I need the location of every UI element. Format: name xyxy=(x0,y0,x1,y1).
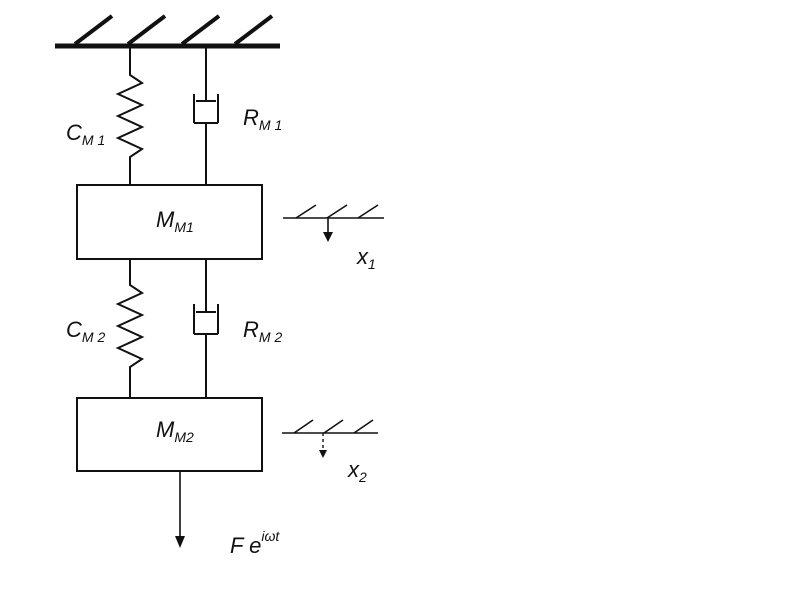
displacement-ref-x2 xyxy=(282,419,378,458)
label-x1: x1 xyxy=(356,244,376,272)
label-c-m2: CM 2 xyxy=(66,317,105,345)
label-r-m2: RM 2 xyxy=(243,317,282,345)
spring-c-m1 xyxy=(115,48,145,185)
damper-r-m2 xyxy=(193,259,219,398)
label-x2: x2 xyxy=(347,457,367,485)
label-r-m1: RM 1 xyxy=(243,105,282,133)
label-c-m1: CM 1 xyxy=(66,120,105,148)
force-arrow xyxy=(175,471,185,548)
damper-r-m1 xyxy=(193,48,219,185)
label-force: F eiωt xyxy=(230,528,280,558)
displacement-ref-x1 xyxy=(283,204,384,242)
spring-c-m2 xyxy=(115,259,145,398)
mass-m2 xyxy=(76,397,263,472)
mass-m1 xyxy=(76,184,263,260)
label-mass-m1: MM1 xyxy=(156,207,194,235)
fixed-support xyxy=(55,14,280,49)
label-mass-m2: MM2 xyxy=(156,417,194,445)
